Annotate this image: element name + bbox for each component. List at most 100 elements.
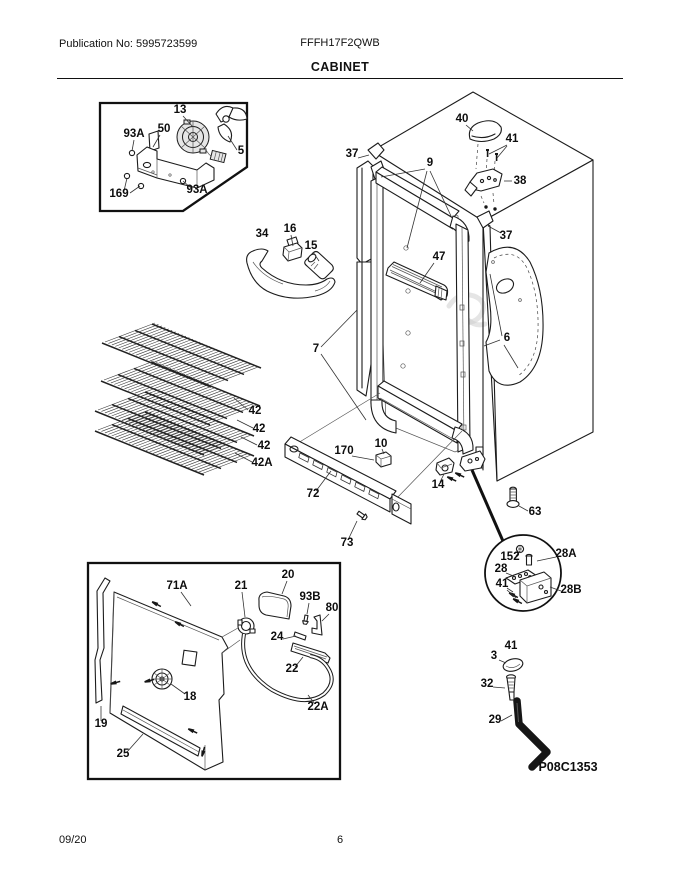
publication-number: Publication No: 5995723599 bbox=[59, 38, 198, 50]
part-callout-13: 13 bbox=[174, 104, 187, 116]
corner-cap-right bbox=[476, 210, 494, 229]
part-callout-93B: 93B bbox=[299, 591, 320, 603]
fan-motor-assembly bbox=[123, 105, 248, 190]
screw-hole-dot2 bbox=[493, 207, 497, 211]
part-callout-38: 38 bbox=[514, 175, 527, 187]
leader-line-63 bbox=[518, 505, 529, 512]
leader-line-6 bbox=[503, 344, 519, 369]
leader-line-42 bbox=[240, 436, 258, 446]
part-callout-93A: 93A bbox=[186, 184, 207, 196]
leader-line-16 bbox=[290, 234, 294, 247]
leader-line-9 bbox=[406, 170, 428, 249]
liner-dot2 bbox=[491, 260, 495, 264]
part-callout-41: 41 bbox=[496, 578, 509, 590]
leader-line-93A bbox=[182, 180, 192, 189]
leader-line-7 bbox=[320, 353, 367, 421]
top-hinge-parts bbox=[464, 120, 503, 211]
leader-line-9 bbox=[429, 170, 452, 217]
leader-line-37 bbox=[487, 225, 502, 234]
grille-72-face bbox=[284, 443, 391, 513]
liner-dot bbox=[518, 298, 522, 302]
drain-parts bbox=[502, 658, 551, 771]
leader-line-21 bbox=[241, 591, 246, 618]
rear-panel bbox=[109, 591, 229, 771]
liner-inner-dashed bbox=[493, 253, 539, 377]
drain-hose-22A-inner bbox=[242, 633, 333, 701]
part-callout-42A: 42A bbox=[251, 457, 272, 469]
leader-line-25 bbox=[126, 733, 144, 753]
clip-16 bbox=[282, 236, 303, 262]
hinge-hole3 bbox=[493, 178, 497, 182]
part-callout-9: 9 bbox=[427, 157, 433, 169]
part-callout-15: 15 bbox=[305, 240, 318, 252]
bracket-80 bbox=[311, 614, 323, 636]
part-callout-93A: 93A bbox=[123, 128, 144, 140]
part-callout-37: 37 bbox=[346, 148, 359, 160]
leader-line-3 bbox=[498, 659, 507, 664]
liner-hole bbox=[495, 278, 515, 294]
leader-line-170 bbox=[351, 455, 375, 461]
corner-cap-left bbox=[367, 142, 385, 160]
leader-line-28 bbox=[505, 572, 517, 578]
grommet-3 bbox=[502, 658, 524, 672]
hinge-hole1 bbox=[479, 178, 485, 184]
part-callout-28: 28 bbox=[495, 563, 508, 575]
leader-line-169 bbox=[123, 177, 128, 192]
leader-line-41 bbox=[488, 144, 508, 155]
leader-line-22A bbox=[307, 694, 316, 705]
part-callout-16: 16 bbox=[284, 223, 297, 235]
trim-handle-34 bbox=[246, 248, 336, 299]
wire-connector bbox=[209, 149, 227, 164]
model-number: FFFH17F2QWB bbox=[300, 37, 380, 49]
part-callout-3: 3 bbox=[491, 650, 497, 662]
leader-line-71A bbox=[180, 591, 192, 607]
ribbed-cover-47 bbox=[385, 261, 449, 301]
part-callout-29: 29 bbox=[489, 714, 502, 726]
leader-line-9 bbox=[380, 168, 426, 178]
wire-shelf-1 bbox=[101, 322, 262, 388]
leader-line-32 bbox=[492, 686, 506, 689]
wire-shelf-2 bbox=[100, 360, 261, 426]
part-callout-50: 50 bbox=[158, 123, 171, 135]
hinge-cover-line bbox=[471, 133, 496, 139]
pin-28A bbox=[525, 555, 533, 566]
leader-line-37 bbox=[357, 154, 370, 159]
part-callout-18: 18 bbox=[184, 691, 197, 703]
part-callout-22: 22 bbox=[286, 663, 299, 675]
leader-line-10 bbox=[381, 448, 385, 455]
part-callout-40: 40 bbox=[456, 113, 469, 125]
part-callout-41: 41 bbox=[506, 133, 519, 145]
screw-169a bbox=[123, 172, 131, 180]
part-callout-24: 24 bbox=[271, 631, 284, 643]
rear-panel-inset-box bbox=[86, 561, 342, 781]
handle-parts bbox=[246, 236, 336, 299]
hinge-detail bbox=[505, 544, 552, 606]
hinge-cover-40 bbox=[468, 120, 502, 143]
footer-date-code: 09/20 bbox=[59, 834, 87, 846]
inset-box2-border bbox=[86, 561, 342, 781]
section-title: CABINET bbox=[310, 60, 370, 74]
cover-box-20 bbox=[258, 591, 292, 620]
leader-line-73 bbox=[347, 520, 358, 541]
bracket-28B bbox=[519, 571, 552, 604]
leader-line-29 bbox=[500, 714, 513, 722]
leader-line-41 bbox=[496, 145, 508, 159]
leader-line-42 bbox=[236, 419, 254, 429]
leader-line-28A bbox=[536, 556, 557, 562]
part-callout-28B: 28B bbox=[560, 584, 581, 596]
footer-page-number: 6 bbox=[336, 834, 344, 846]
leader-line-20 bbox=[281, 580, 288, 595]
top-rail-9-face bbox=[375, 171, 454, 230]
part-callout-42: 42 bbox=[253, 423, 266, 435]
magnifier-pointer bbox=[470, 469, 508, 549]
part-callout-6: 6 bbox=[504, 332, 510, 344]
part-callout-63: 63 bbox=[529, 506, 542, 518]
bottom-right-corner-piece bbox=[451, 426, 474, 455]
leader-line-152 bbox=[515, 550, 521, 557]
wire-shelf-4 bbox=[94, 410, 255, 476]
part-callout-42: 42 bbox=[258, 440, 271, 452]
leader-line-80 bbox=[321, 613, 330, 622]
leader-line-14 bbox=[439, 473, 445, 483]
